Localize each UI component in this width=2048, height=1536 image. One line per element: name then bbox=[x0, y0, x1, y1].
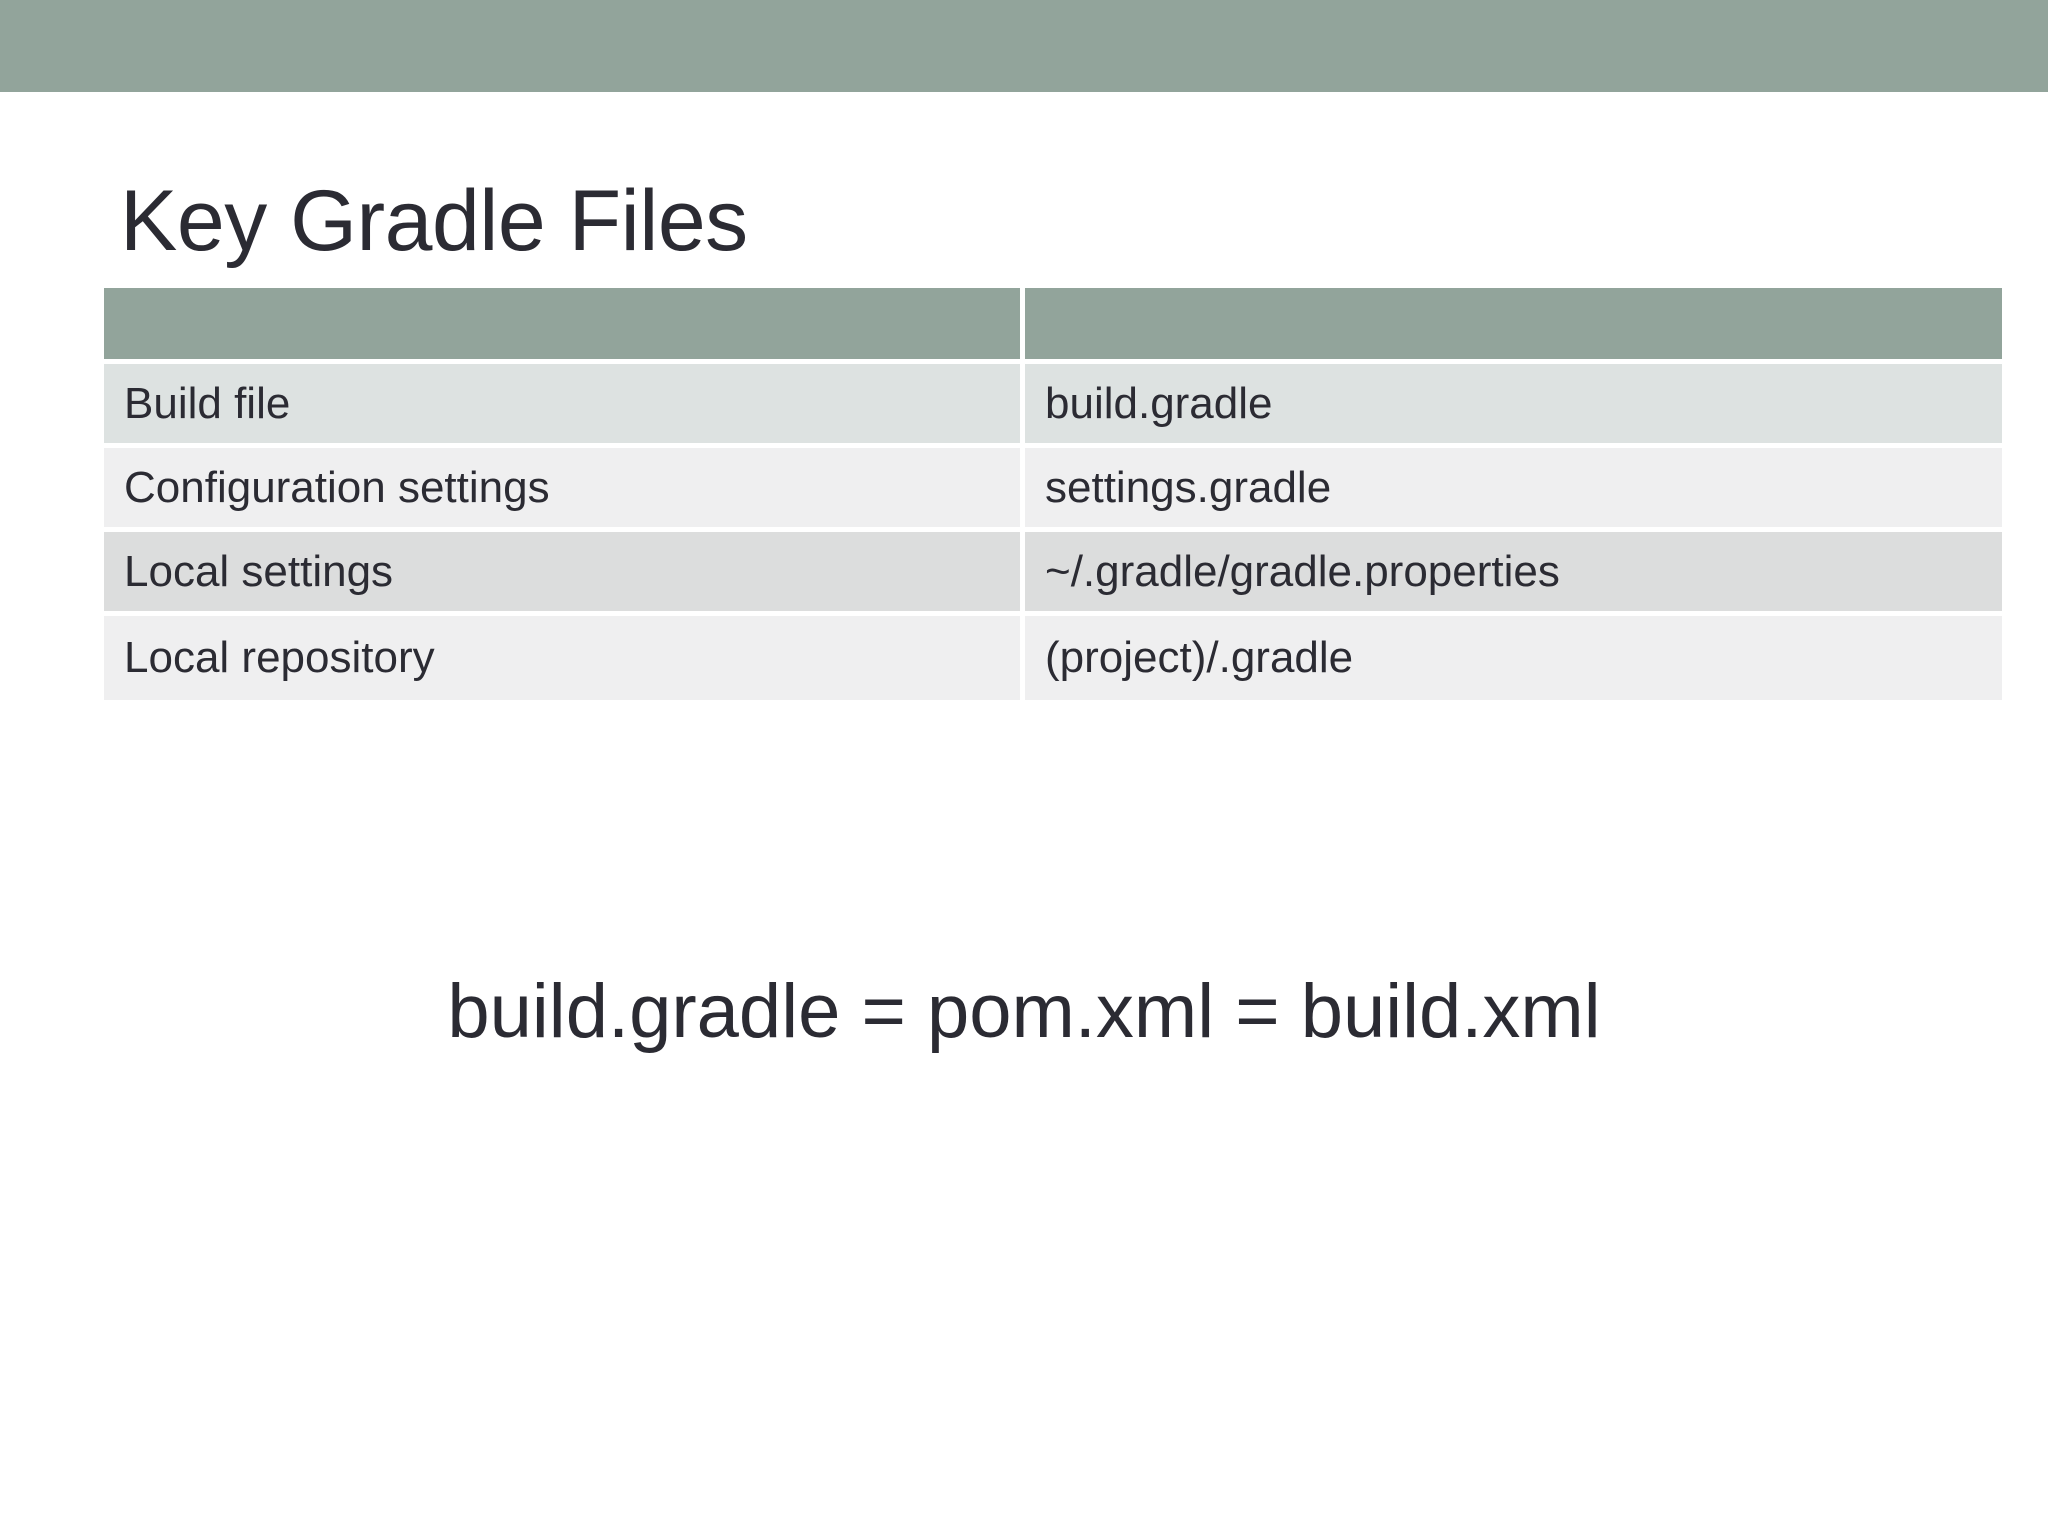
key-gradle-files-table: Build file build.gradle Configuration se… bbox=[104, 288, 2002, 700]
cell-value: (project)/.gradle bbox=[1025, 616, 2002, 700]
cell-label: Configuration settings bbox=[104, 448, 1025, 532]
table-row: Build file build.gradle bbox=[104, 364, 2002, 448]
cell-label: Build file bbox=[104, 364, 1025, 448]
table-row: Local repository (project)/.gradle bbox=[104, 616, 2002, 700]
top-accent-band bbox=[0, 0, 2048, 92]
table-body: Build file build.gradle Configuration se… bbox=[104, 364, 2002, 700]
equivalence-statement: build.gradle = pom.xml = build.xml bbox=[447, 969, 1601, 1054]
cell-value: settings.gradle bbox=[1025, 448, 2002, 532]
cell-value: build.gradle bbox=[1025, 364, 2002, 448]
page-title: Key Gradle Files bbox=[120, 172, 748, 269]
table-row: Local settings ~/.gradle/gradle.properti… bbox=[104, 532, 2002, 616]
table-header bbox=[104, 288, 2002, 364]
column-header-value bbox=[1025, 288, 2002, 364]
table-header-row bbox=[104, 288, 2002, 364]
table-row: Configuration settings settings.gradle bbox=[104, 448, 2002, 532]
column-header-label bbox=[104, 288, 1025, 364]
cell-label: Local repository bbox=[104, 616, 1025, 700]
cell-label: Local settings bbox=[104, 532, 1025, 616]
cell-value: ~/.gradle/gradle.properties bbox=[1025, 532, 2002, 616]
